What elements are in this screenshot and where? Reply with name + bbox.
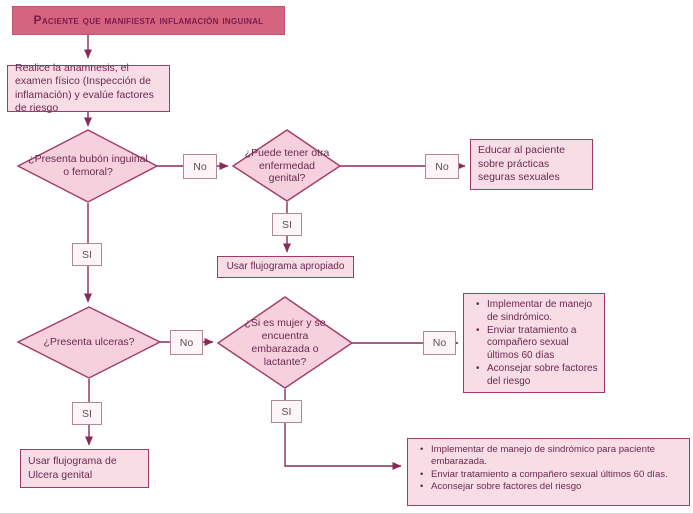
no-label-ulcers: No	[170, 330, 203, 355]
connector-pregnant-si	[284, 389, 402, 470]
list-item: Enviar tratamiento a compañero sexual úl…	[420, 469, 683, 482]
decision-pregnant-label: ¿Si es mujer y se encuentra embarazada o…	[244, 317, 326, 368]
start-node: Paciente que manifiesta inflamación ingu…	[12, 6, 285, 35]
si-label-ulcers: SI	[72, 402, 102, 425]
pregnant-management-list: Implementar de manejo de sindrómico para…	[414, 444, 683, 493]
decision-bubo-label: ¿Presenta bubón inguinal o femoral?	[28, 153, 148, 178]
decision-ulcers-shape	[16, 306, 162, 379]
list-item: Enviar tratamiento a compañero sexual úl…	[476, 325, 598, 363]
process-syndromic-management: Implementar de manejo de sindrómico. Env…	[463, 293, 605, 393]
si-label-other-disease: SI	[272, 213, 302, 236]
si-label-pregnant: SI	[271, 400, 302, 423]
decision-bubo-shape	[16, 129, 159, 203]
syndromic-management-list: Implementar de manejo de sindrómico. Env…	[470, 299, 598, 389]
process-anamnesis: Realice la anamnesis, el examen físico (…	[7, 62, 170, 114]
list-item: Implementar de manejo de sindrómico.	[476, 299, 598, 325]
list-item: Aconsejar sobre factores del riesgo	[476, 363, 598, 389]
decision-other-genital-disease-label: ¿Puede tener otra enfermedad genital?	[244, 146, 330, 185]
no-label-other-disease: No	[425, 154, 459, 179]
process-ulcer-flowchart: Usar flujograma de Ulcera genital	[20, 449, 149, 488]
decision-other-genital-disease-shape	[231, 129, 342, 202]
no-label-bubo: No	[183, 154, 217, 179]
decision-pregnant-shape	[216, 296, 354, 389]
process-appropriate-flowchart: Usar flujograma apropiado	[217, 256, 354, 278]
decision-ulcers-label: ¿Presenta ulceras?	[43, 335, 135, 348]
process-pregnant-management: Implementar de manejo de sindrómico para…	[407, 438, 690, 506]
list-item: Implementar de manejo de sindrómico para…	[420, 444, 683, 469]
process-educate-patient: Educar al paciente sobre prácticas segur…	[470, 139, 593, 190]
si-label-bubo: SI	[72, 243, 102, 266]
no-label-pregnant: No	[423, 331, 456, 355]
list-item: Aconsejar sobre factores del riesgo	[420, 481, 683, 494]
